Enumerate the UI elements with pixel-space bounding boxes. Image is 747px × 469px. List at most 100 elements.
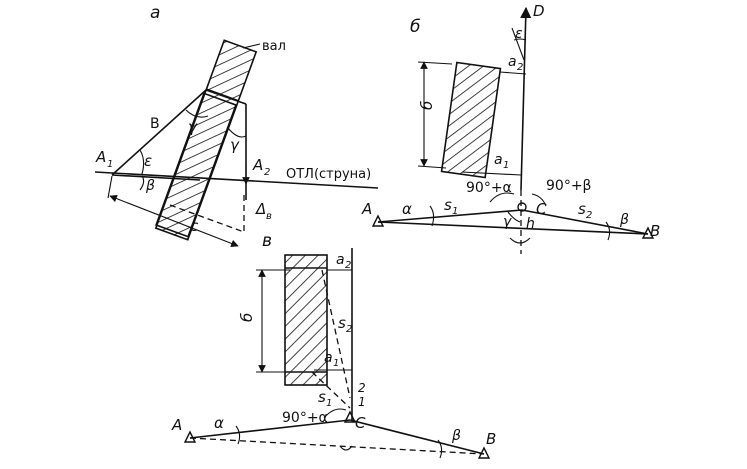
panel-b-perp-a1 — [461, 171, 522, 176]
panel-b-label-a2-sub: 2 — [517, 62, 523, 73]
panel-v-label-2: 2 — [358, 381, 366, 395]
panel-a-label-B: В — [150, 116, 160, 132]
panel-b-vertex-B — [641, 226, 655, 239]
panel-b-arc-alpha — [429, 205, 435, 227]
panel-b-arc-bottom — [509, 237, 531, 244]
panel-b-arc-beta — [605, 221, 611, 241]
panel-b-label-beta: β — [619, 212, 629, 228]
panel-b-line-AB — [377, 221, 649, 235]
panel-a-line-A1-top — [111, 89, 207, 176]
panel-v-label-s2: s — [338, 314, 346, 332]
panel-v-arc-alpha — [235, 425, 241, 445]
panel-a-line-A1-slant — [111, 174, 201, 181]
panel-v-label-s1-sub: 1 — [326, 398, 332, 409]
panel-b-label-A: A — [361, 200, 372, 218]
panel-b-label-D: D — [533, 2, 545, 20]
panel-a-arc-eps — [139, 149, 145, 175]
panel-b-bar — [440, 61, 502, 179]
panel-v-label-s2-sub: 2 — [346, 324, 352, 335]
panel-b-label-B: B — [650, 222, 660, 240]
panel-a-title: а — [150, 3, 160, 23]
panel-v-line-AC — [189, 419, 351, 439]
panel-b-axis-D — [520, 6, 532, 191]
panel-v-label-alpha: α — [214, 414, 224, 432]
panel-v: в a 2 a 1 б s 2 s 1 2 1 — [171, 231, 496, 459]
panel-b-label-C: C — [536, 200, 547, 218]
panel-a-string — [94, 171, 379, 189]
panel-v-arc-bottom — [339, 445, 353, 451]
panel-b-label-s1-sub: 1 — [452, 206, 458, 217]
panel-a-shaft-leader — [242, 43, 261, 49]
panel-a-arc-beta — [139, 175, 145, 191]
panel-a-dim-c — [109, 194, 239, 248]
panel-a-label-delta: Δ — [255, 200, 266, 218]
panel-v-vertex-C — [343, 410, 357, 423]
panel-v-line-AB — [189, 437, 485, 455]
panel-a-label-string: ОТЛ(струна) — [286, 167, 371, 182]
panel-b-arc-eps — [513, 38, 527, 41]
panel-a-arc-gamma1 — [185, 109, 209, 118]
panel-a-label-A1: A — [95, 148, 106, 166]
panel-v-label-s1: s — [318, 388, 326, 406]
panel-v-bar — [284, 254, 328, 386]
panel-v-label-B: B — [486, 430, 496, 448]
panel-b-line-AC — [377, 209, 523, 223]
panel-v-label-b: б — [238, 313, 256, 322]
panel-v-dash-s1 — [311, 371, 351, 409]
panel-v-dash-s2 — [321, 269, 351, 399]
panel-v-title: в — [262, 231, 272, 251]
panel-a-arc-gamma2 — [227, 127, 247, 138]
panel-b-label-a2: a — [508, 54, 517, 70]
panel-v-vertex-A — [183, 430, 197, 443]
panel-b-label-s2: s — [578, 200, 586, 218]
panel-a-label-A2-sub: 2 — [264, 167, 270, 178]
panel-v-label-a1: a — [324, 350, 333, 366]
panel-b-label-a1: a — [494, 152, 503, 168]
panel-v-label-a2-sub: 2 — [345, 260, 351, 271]
panel-b-ext-bot — [417, 165, 447, 169]
panel-b-label-eps: ε — [515, 26, 523, 42]
panel-v-label-A: A — [171, 416, 182, 434]
panel-a-dash-c — [169, 204, 245, 233]
panel-v-label-C: C — [355, 414, 366, 432]
panel-b-arc-90b — [531, 193, 547, 207]
panel-a-label-delta-sub: в — [266, 211, 272, 222]
panel-v-line-CB — [349, 419, 485, 455]
panel-b-label-s1: s — [444, 196, 452, 214]
panel-b-ext-top — [417, 61, 453, 65]
panel-a-shaft — [154, 39, 258, 241]
panel-b-arc-gamma — [507, 211, 521, 223]
panel-b-label-b: б — [418, 101, 436, 110]
panel-a-ext-left — [107, 175, 113, 199]
panel-v-arc-90a — [323, 408, 347, 419]
panel-b-perp-a2 — [499, 71, 527, 75]
panel-b-label-gamma: γ — [503, 214, 512, 230]
panel-b-label-alpha: α — [402, 200, 412, 218]
panel-a-shaft-label: вал — [262, 39, 286, 54]
panel-b-arc-90a — [489, 192, 515, 203]
panel-b-vertex-A — [371, 214, 385, 227]
panel-b-line-eps — [511, 27, 525, 61]
panel-a-label-A1-sub: 1 — [107, 159, 113, 170]
panel-a-label-A2: A — [252, 156, 263, 174]
panel-v-label-beta: β — [451, 428, 461, 444]
panel-b-label-s2-sub: 2 — [586, 210, 592, 221]
panel-b: б D ε a 2 a 1 б — [361, 2, 660, 254]
panel-b-line-CB — [521, 209, 649, 235]
panel-a-label-gamma1: γ — [188, 118, 198, 136]
panel-v-label-a2: a — [336, 252, 345, 268]
panel-b-label-ang-alpha: 90°+α — [466, 180, 512, 196]
panel-v-label-a1-sub: 1 — [333, 358, 339, 369]
panel-b-label-a1-sub: 1 — [503, 160, 509, 171]
panel-a-label-gamma2: γ — [230, 136, 240, 154]
panel-a-line-top-right — [205, 89, 247, 105]
panel-a: а вал В γ γ A 1 — [94, 3, 379, 248]
panel-v-label-ang-alpha: 90°+α — [282, 410, 328, 426]
panel-v-arc-beta — [437, 439, 443, 459]
panel-v-label-1: 1 — [358, 395, 366, 409]
panel-a-label-beta: β — [145, 178, 155, 194]
panel-b-label-ang-beta: 90°+β — [546, 178, 591, 194]
panel-b-label-h: h — [526, 216, 535, 232]
panel-b-title: б — [410, 17, 420, 37]
